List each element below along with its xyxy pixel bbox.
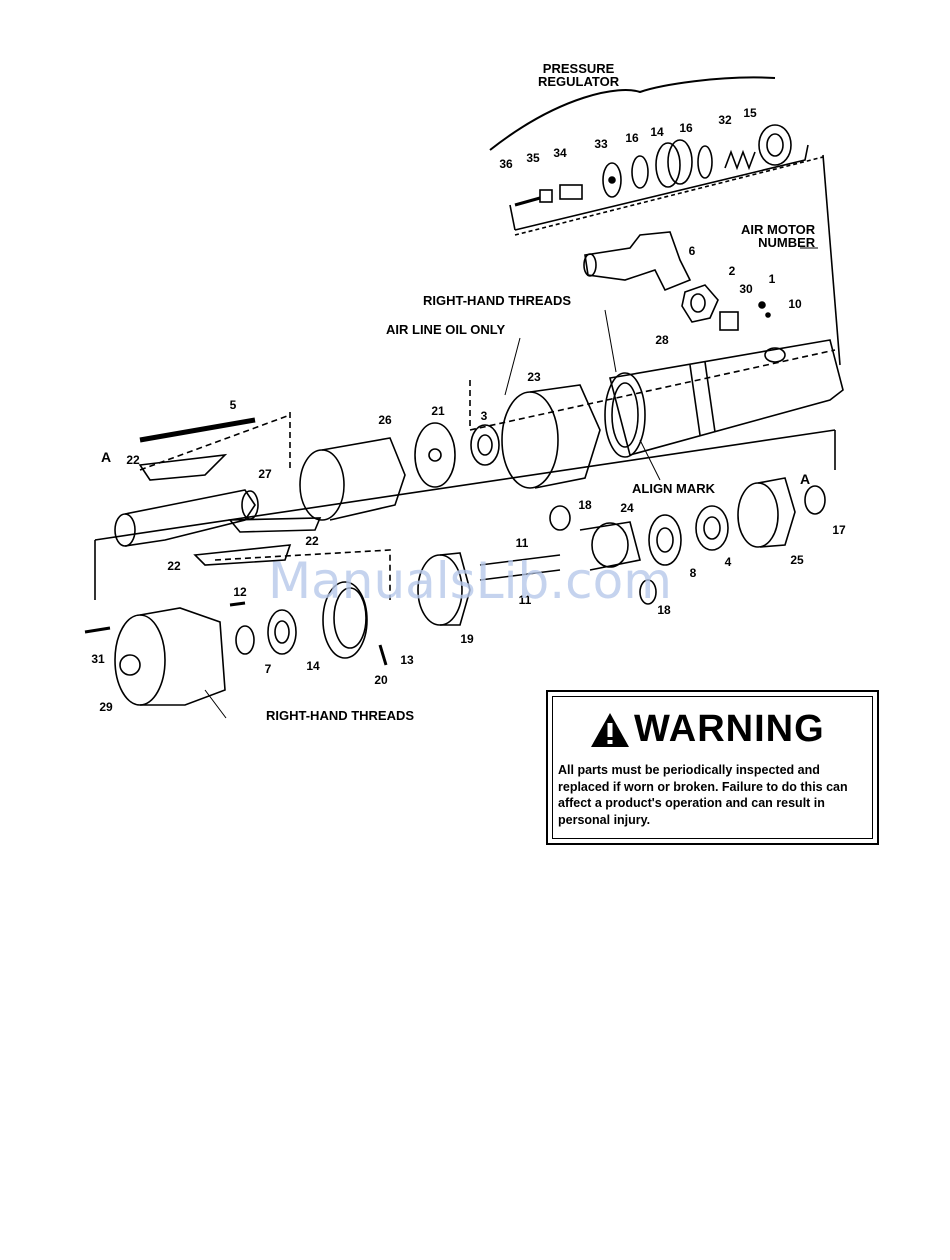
regulator-box [514, 144, 809, 231]
part-3-bearing [470, 424, 500, 466]
part-14-ring [655, 139, 693, 188]
part-number: 16 [625, 131, 639, 145]
warning-text: All parts must be periodically inspected… [558, 763, 848, 827]
reference-a-left: A [101, 449, 112, 465]
part-number: 34 [553, 146, 567, 160]
part-21-plate [414, 422, 456, 488]
part-16-oring [631, 155, 649, 189]
part-number: 7 [264, 662, 272, 676]
part-36-pin [514, 196, 541, 207]
part-34-fitting [559, 184, 583, 200]
part-number: 12 [233, 585, 247, 599]
part-number: 15 [743, 106, 757, 120]
part-number: 28 [655, 333, 669, 347]
warning-triangle-icon [591, 713, 629, 747]
part-number: 22 [126, 453, 140, 467]
part-27-rotor [114, 489, 259, 547]
part-13-screw [378, 644, 388, 666]
part-number: 3 [480, 409, 488, 423]
part-5-vane [139, 417, 256, 443]
part-22-vanes [138, 453, 322, 566]
right-hand-threads-top-label: RIGHT-HAND THREADS [423, 293, 572, 308]
part-14-bearing-b [267, 609, 297, 655]
part-6-elbow [583, 231, 692, 292]
part-24-gear [579, 521, 641, 571]
pressure-regulator-label: PRESSURE REGULATOR [538, 61, 620, 89]
part-number: 19 [460, 632, 474, 646]
right-hand-threads-bottom-label: RIGHT-HAND THREADS [266, 708, 415, 723]
part-7-washer [235, 625, 255, 655]
part-35-nut [539, 189, 553, 203]
warning-heading: WARNING [634, 708, 825, 750]
part-20-ring [322, 581, 368, 659]
leader-lines [204, 247, 818, 719]
regulator-bracket [489, 76, 776, 151]
part-number: 22 [167, 559, 181, 573]
part-23-cylinder [501, 384, 601, 489]
part-number: 4 [724, 555, 732, 569]
part-number: 14 [306, 659, 320, 673]
part-17-plug [804, 485, 826, 515]
part-number: 20 [374, 673, 388, 687]
part-number: 33 [594, 137, 608, 151]
part-number: 24 [620, 501, 634, 515]
part-number: 16 [679, 121, 693, 135]
part-4-bearing [695, 505, 729, 551]
reference-a-right: A [800, 471, 811, 487]
part-number: 2 [728, 264, 736, 278]
air-line-oil-only-label: AIR LINE OIL ONLY [386, 322, 506, 337]
warning-box-inner-border [552, 696, 873, 839]
part-33-disc [602, 162, 622, 198]
part-16-oring-b [697, 145, 713, 179]
part-number: 17 [832, 523, 846, 537]
part-number: 35 [526, 151, 540, 165]
part-25-housing [737, 477, 796, 548]
part-18-gear-b [639, 579, 657, 605]
part-8-bearing [648, 514, 682, 566]
part-number: 21 [431, 404, 445, 418]
part-number: 1 [768, 272, 776, 286]
part-number: 32 [718, 113, 732, 127]
part-number: 11 [515, 536, 529, 550]
part-number: 8 [689, 566, 697, 580]
watermark: ManualsLib.com [268, 552, 672, 610]
part-31-pin [84, 626, 111, 634]
part-number: 10 [788, 297, 802, 311]
part-19-cylinder [417, 552, 471, 626]
part-number: 22 [305, 534, 319, 548]
part-number: 14 [650, 125, 664, 139]
part-number: 6 [688, 244, 696, 258]
part-number: 31 [91, 652, 105, 666]
part-30-fitting [719, 311, 739, 331]
warning-box: WARNING All parts must be periodically i… [546, 690, 879, 845]
part-number: 36 [499, 157, 513, 171]
part-32-spring [724, 149, 756, 171]
part-number: 18 [578, 498, 592, 512]
part-18-gear [549, 505, 571, 531]
part-2-nut [681, 284, 719, 323]
part-number: 26 [378, 413, 392, 427]
part-number: 30 [739, 282, 753, 296]
part-number: 25 [790, 553, 804, 567]
part-28-housing [604, 339, 844, 458]
part-15-cap [758, 124, 792, 166]
part-11-shafts [479, 554, 561, 581]
align-mark-label: ALIGN MARK [632, 481, 716, 496]
part-number: 27 [258, 467, 272, 481]
part-number: 13 [400, 653, 414, 667]
part-number: 5 [229, 398, 237, 412]
part-number: 11 [518, 593, 532, 607]
part-number: 23 [527, 370, 541, 384]
part-12-pin [229, 601, 246, 607]
part-number: 18 [657, 603, 671, 617]
part-26-cylinder [299, 437, 406, 521]
air-motor-number-label: AIR MOTOR NUMBER [741, 222, 816, 250]
part-29-endcap [114, 607, 226, 706]
part-number: 29 [99, 700, 113, 714]
